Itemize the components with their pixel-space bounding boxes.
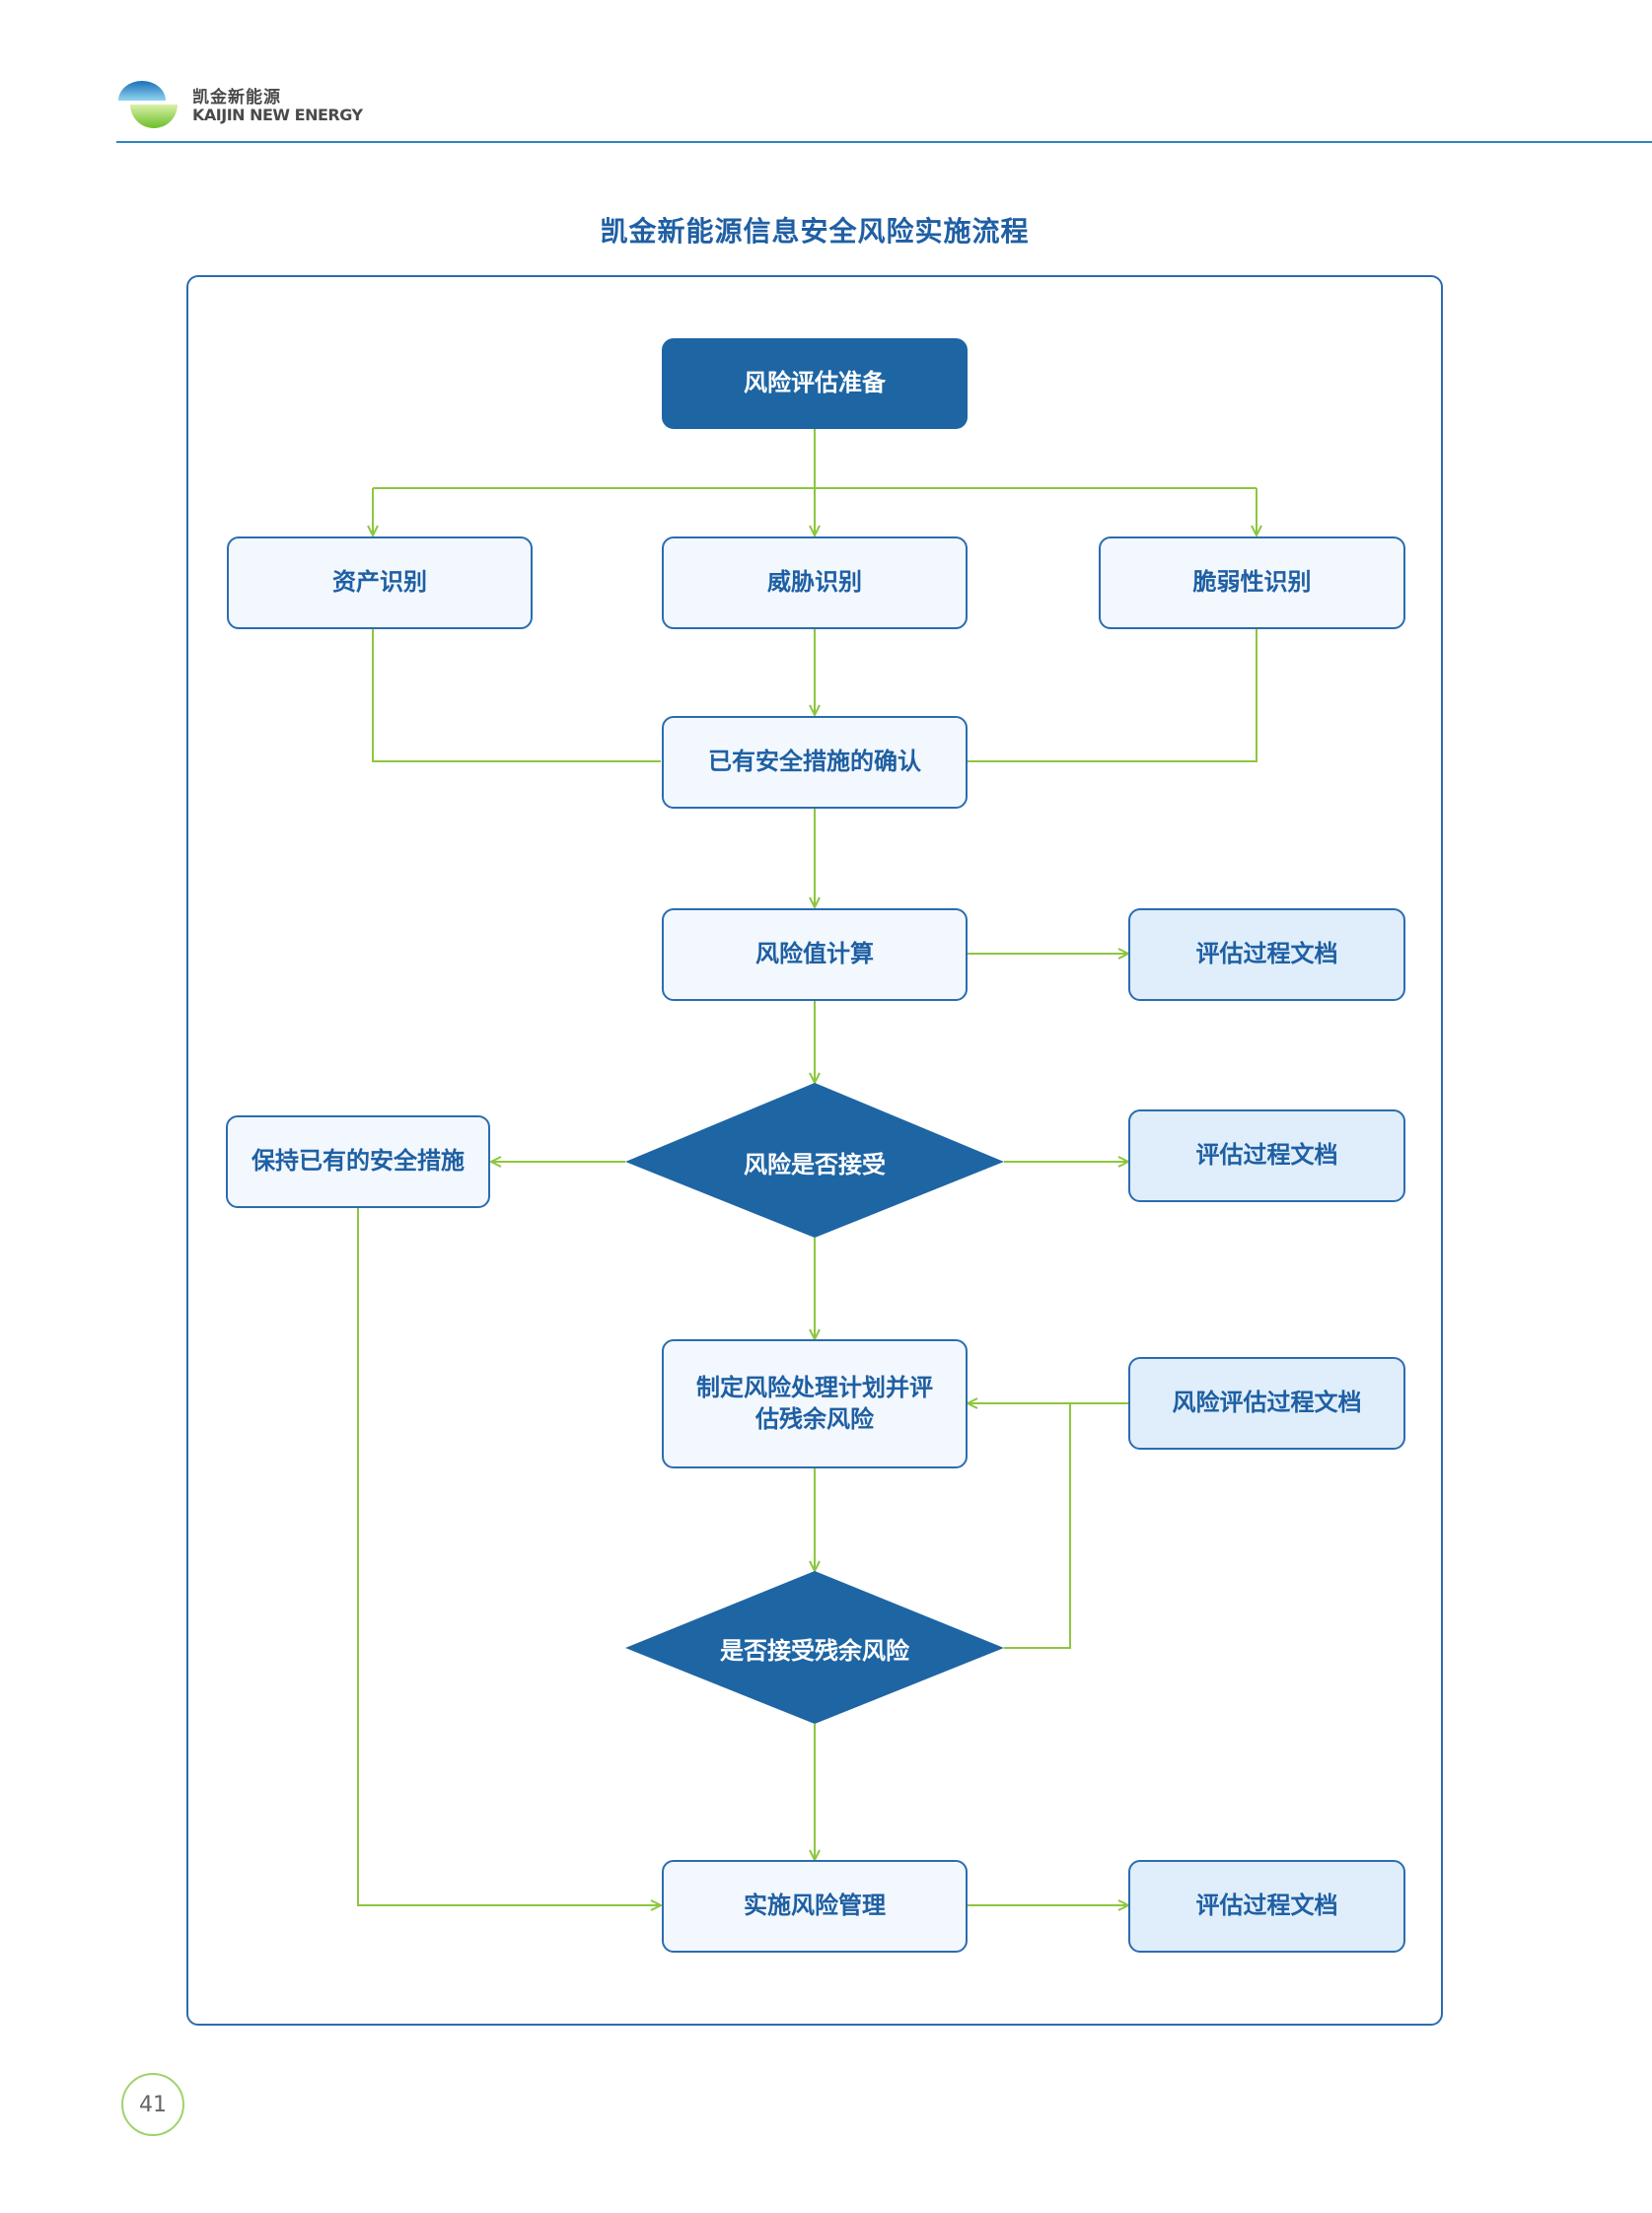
node-plan: 制定风险处理计划并评 估残余风险 [662, 1339, 968, 1468]
node-vuln: 脆弱性识别 [1099, 536, 1405, 629]
page-number: 41 [121, 2073, 184, 2136]
node-calc: 风险值计算 [662, 908, 968, 1001]
node-prepare: 风险评估准备 [662, 338, 968, 429]
node-threat: 威胁识别 [662, 536, 968, 629]
node-plan-line-2: 估残余风险 [755, 1404, 874, 1433]
node-implement: 实施风险管理 [662, 1860, 968, 1953]
brand-name-en: KAIJIN NEW ENERGY [192, 106, 363, 124]
node-keep: 保持已有的安全措施 [226, 1115, 490, 1208]
node-doc-2: 评估过程文档 [1128, 1109, 1405, 1202]
node-asset: 资产识别 [227, 536, 533, 629]
company-logo-icon [118, 81, 178, 128]
node-confirm: 已有安全措施的确认 [662, 716, 968, 809]
header-divider [116, 141, 1652, 143]
decision-residual-label: 是否接受残余风险 [720, 1636, 909, 1665]
node-doc-3: 风险评估过程文档 [1128, 1357, 1405, 1450]
brand-name-cn: 凯金新能源 [192, 88, 281, 107]
diagram-frame [186, 275, 1443, 2026]
node-doc-1: 评估过程文档 [1128, 908, 1405, 1001]
diagram-title: 凯金新能源信息安全风险实施流程 [600, 215, 1030, 248]
node-plan-line-1: 制定风险处理计划并评 [696, 1374, 933, 1402]
node-doc-4: 评估过程文档 [1128, 1860, 1405, 1953]
decision-accept-label: 风险是否接受 [744, 1150, 886, 1178]
